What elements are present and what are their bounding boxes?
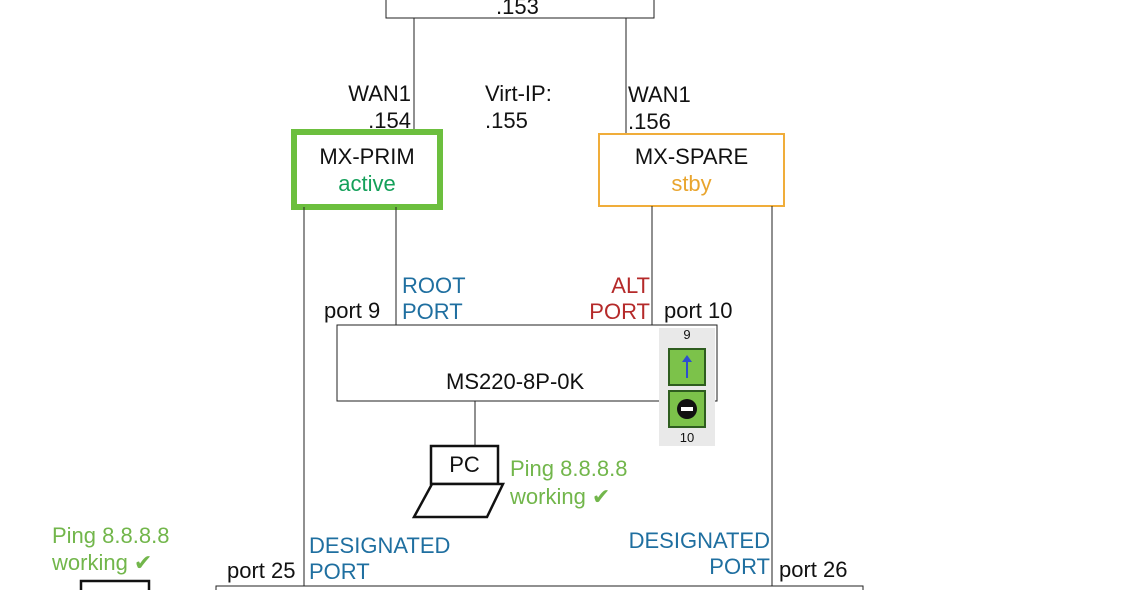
panel-port-9-number: 9 [683, 327, 691, 342]
mx-spare-name: MX-SPARE [634, 144, 749, 169]
panel-port-10-number: 10 [679, 430, 695, 445]
switch-model-name: MS220-8P-0K [446, 369, 585, 394]
wan-spare-ip: .156 [628, 109, 671, 134]
alt-port-label-line2: PORT [589, 299, 650, 324]
bottom-port-25-label: port 25 [227, 558, 296, 583]
upstream-ip-label: .153 [496, 0, 539, 19]
bottom-port-26-label: port 26 [779, 557, 848, 582]
designated-right-line1: DESIGNATED [628, 528, 770, 553]
port-panel [659, 328, 715, 446]
left-ping-line1: Ping 8.8.8.8 [52, 523, 170, 548]
wan-prim-ip: .154 [368, 108, 411, 133]
switch-port-10-label: port 10 [664, 298, 733, 323]
bottom-switch-box [215, 585, 864, 590]
left-ping-line2: working ✔ [52, 550, 153, 575]
laptop-base [411, 482, 505, 519]
wan-spare-label: WAN1 [628, 82, 691, 107]
mx-spare-status: stby [671, 171, 712, 196]
virtual-ip-value: .155 [485, 108, 528, 133]
pc-label: PC [449, 452, 480, 477]
mx-prim-status: active [338, 171, 396, 196]
laptop-screen [429, 444, 500, 486]
designated-left-line2: PORT [309, 559, 370, 584]
pc-ping-line1: Ping 8.8.8.8 [510, 456, 628, 481]
switch-port-9-label: port 9 [324, 298, 381, 323]
port-10-blocked-bar [681, 407, 693, 411]
port-9-arrowhead [682, 355, 692, 362]
wan-prim-label: WAN1 [348, 81, 411, 106]
root-port-label-line2: PORT [402, 299, 463, 324]
root-port-label-line1: ROOT [402, 273, 466, 298]
designated-left-line1: DESIGNATED [309, 533, 451, 558]
pc-ping-line2: working ✔ [510, 484, 611, 509]
mx-prim-box [291, 129, 443, 210]
bottom-left-device [79, 579, 151, 590]
designated-right-line2: PORT [709, 554, 770, 579]
mx-spare-box [598, 133, 785, 207]
alt-port-label-line1: ALT [611, 273, 650, 298]
mx-prim-name: MX-PRIM [319, 144, 415, 169]
virtual-ip-label: Virt-IP: [485, 81, 552, 106]
switch-box [336, 324, 718, 402]
upstream-device-box [385, 0, 655, 19]
